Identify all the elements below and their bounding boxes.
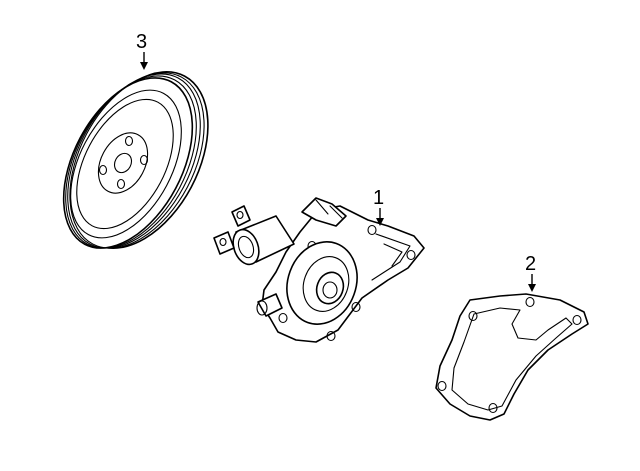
callout-1: 1 [373,187,384,226]
arrowhead-1 [376,218,384,226]
callout-label-2: 2 [525,253,536,275]
pulley-part[interactable] [37,49,236,271]
callout-3: 3 [136,31,148,70]
gasket-part[interactable] [435,293,589,421]
callout-2: 2 [525,253,536,292]
callout-label-1: 1 [373,187,384,209]
arrowhead-3 [140,62,148,70]
water-pump-part[interactable] [213,197,425,343]
callout-label-3: 3 [136,31,147,53]
arrowhead-2 [528,284,536,292]
